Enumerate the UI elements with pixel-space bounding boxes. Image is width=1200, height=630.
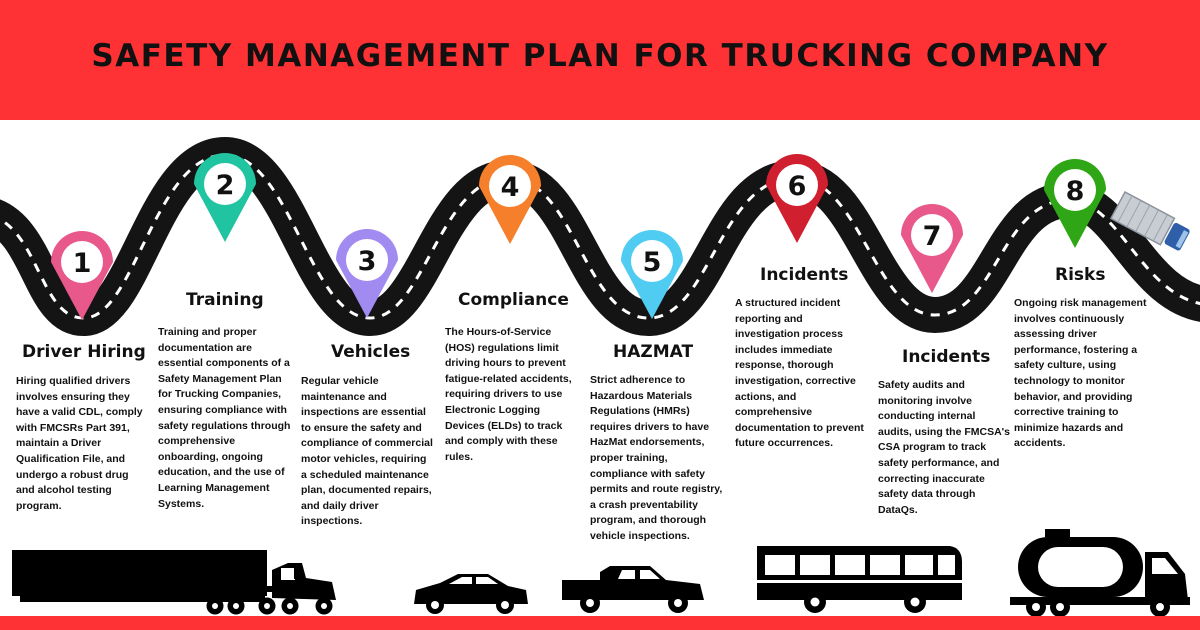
step-8-description: Ongoing risk management involves continu… xyxy=(1014,297,1147,450)
road-center-line xyxy=(0,153,1200,320)
step-8-title: Risks xyxy=(1055,265,1106,285)
step-2-title: Training xyxy=(186,290,264,310)
step-4-description: The Hours-of-Service (HOS) regulations l… xyxy=(445,326,572,463)
step-7-title: Incidents xyxy=(902,347,991,367)
step-number: 8 xyxy=(1066,176,1085,207)
step-5-title: HAZMAT xyxy=(613,342,694,362)
step-number: 6 xyxy=(788,171,807,202)
step-6-title: Incidents xyxy=(760,265,849,285)
step-3-description: Regular vehicle maintenance and inspecti… xyxy=(301,375,433,528)
car-icon xyxy=(414,574,528,614)
step-number: 3 xyxy=(358,246,377,277)
pickup-truck-icon xyxy=(562,566,704,613)
step-3-title: Vehicles xyxy=(331,342,411,362)
map-pin-icon: 1 xyxy=(50,230,113,320)
step-4-title: Compliance xyxy=(458,290,569,310)
step-5-description: Strict adherence to Hazardous Materials … xyxy=(590,374,723,542)
step-number: 5 xyxy=(643,247,662,278)
step-1-title: Driver Hiring xyxy=(22,342,146,362)
map-pin-icon: 3 xyxy=(336,229,398,318)
map-pin-icon: 4 xyxy=(479,155,541,244)
footer-bar xyxy=(0,616,1200,630)
map-pin-icon: 5 xyxy=(621,230,683,319)
step-number: 7 xyxy=(923,221,942,252)
pin-inner-circle xyxy=(346,239,388,281)
map-pin-icon: 8 xyxy=(1044,159,1106,248)
pin-inner-circle xyxy=(631,240,673,282)
pin-inner-circle xyxy=(61,241,103,283)
pin-inner-circle xyxy=(489,165,531,207)
pin-inner-circle xyxy=(911,214,953,256)
markers-layer: 1 2 3 4 5 6 7 8 xyxy=(50,153,1106,320)
step-2-description: Training and proper documentation are es… xyxy=(158,326,291,510)
map-pin-icon: 7 xyxy=(901,204,963,293)
step-6-description: A structured incident reporting and inve… xyxy=(735,297,864,450)
semi-truck-icon xyxy=(12,550,336,615)
top-view-truck-icon xyxy=(1109,190,1190,251)
header-banner: SAFETY MANAGEMENT PLAN FOR TRUCKING COMP… xyxy=(0,0,1200,120)
step-number: 4 xyxy=(501,172,520,203)
map-pin-icon: 6 xyxy=(766,154,828,243)
step-1-description: Hiring qualified drivers involves ensuri… xyxy=(16,375,143,512)
page-title: SAFETY MANAGEMENT PLAN FOR TRUCKING COMP… xyxy=(91,38,1109,74)
map-pin-icon: 2 xyxy=(194,153,256,242)
bus-icon xyxy=(757,546,962,613)
step-number: 2 xyxy=(216,170,235,201)
pin-inner-circle xyxy=(1054,169,1096,211)
tanker-truck-icon xyxy=(1010,529,1190,617)
step-number: 1 xyxy=(73,248,92,279)
pin-inner-circle xyxy=(204,163,246,205)
step-7-description: Safety audits and monitoring involve con… xyxy=(878,379,1011,516)
pin-inner-circle xyxy=(776,164,818,206)
